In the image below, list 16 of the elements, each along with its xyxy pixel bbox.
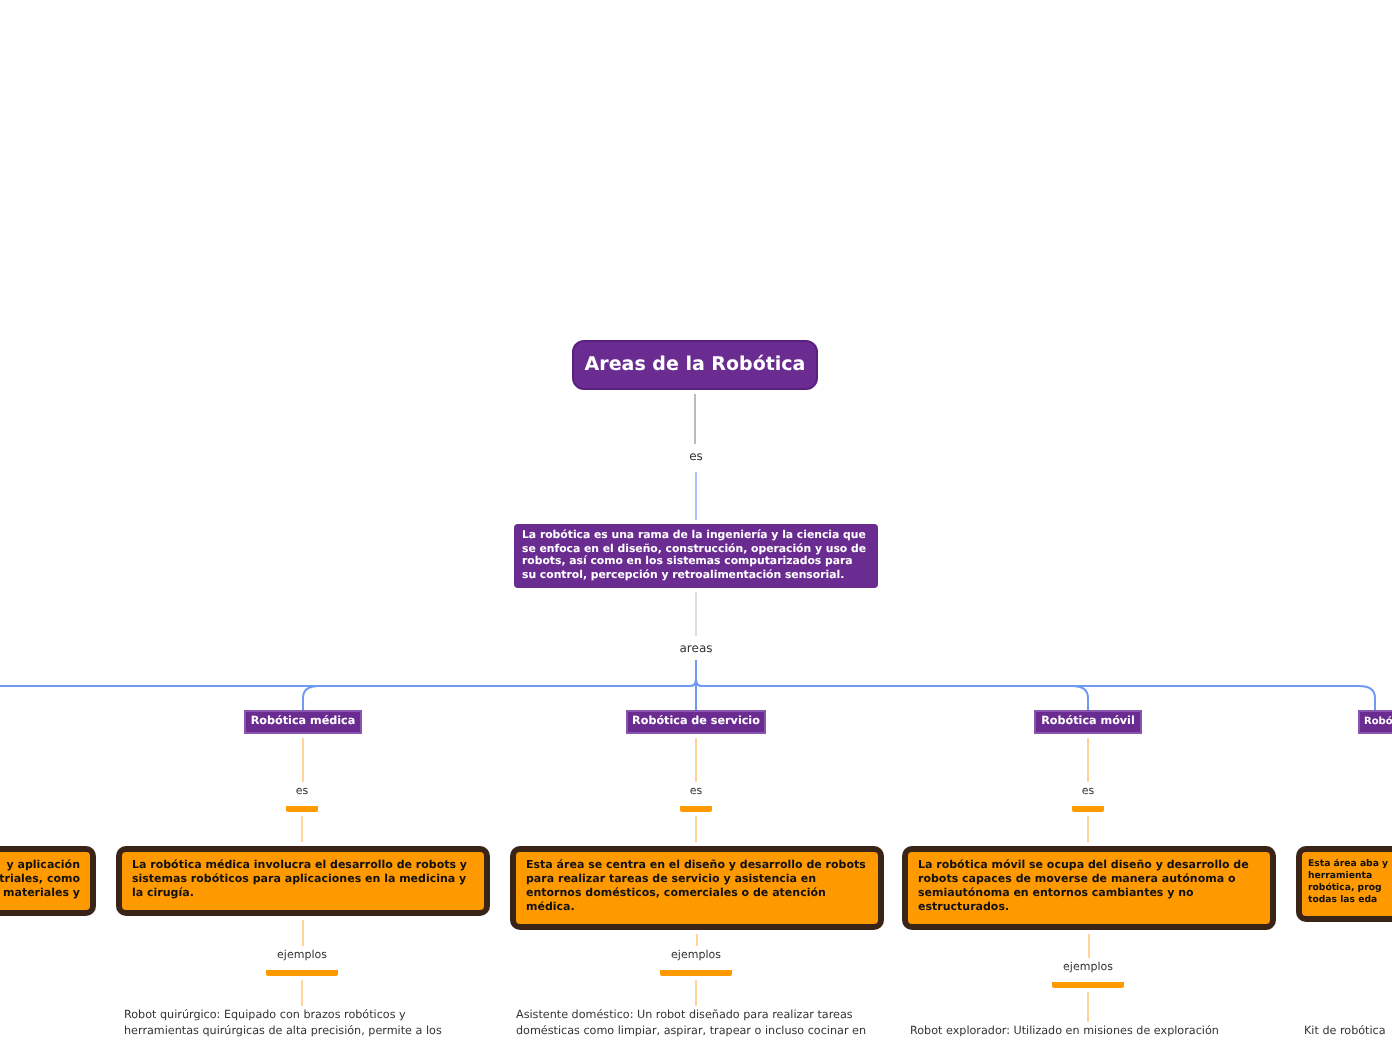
connector-line [695, 979, 697, 1007]
connector-line [695, 815, 697, 843]
connector-line [302, 919, 304, 947]
connector-line [301, 815, 303, 843]
connector-line [695, 737, 697, 783]
connector-line [695, 591, 697, 637]
connector-line [1087, 815, 1089, 843]
connector-line [1087, 991, 1089, 1023]
title-box: Areas de la Robótica [572, 340, 818, 390]
connector-line [302, 737, 304, 783]
connector-line [694, 393, 696, 445]
connector-line [1088, 933, 1090, 959]
connector-line [695, 471, 697, 521]
connector-line [301, 979, 303, 1007]
connector-line [1087, 737, 1089, 783]
connector-line [696, 933, 698, 947]
